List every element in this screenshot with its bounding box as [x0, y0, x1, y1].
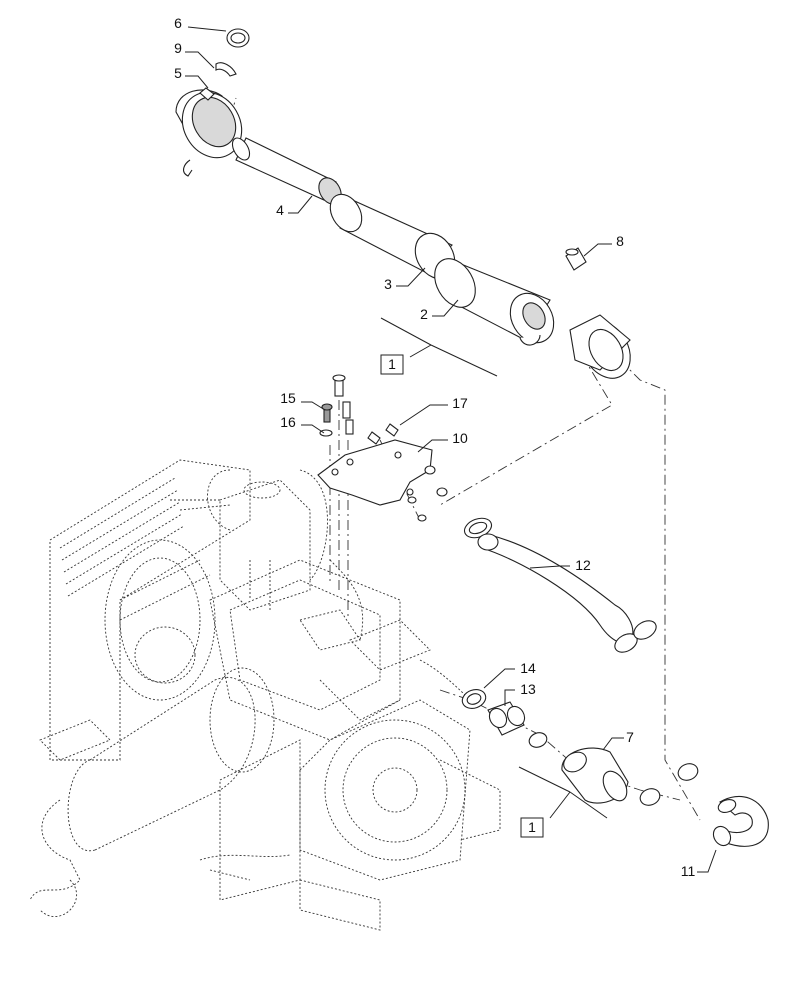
part-5-air-cleaner-cover	[175, 87, 243, 177]
hose-clamp-upper	[463, 517, 493, 539]
callout-14: 14	[520, 660, 536, 676]
part-4-safety-element	[231, 137, 342, 205]
routing-lines	[229, 97, 701, 821]
callout-10: 10	[452, 430, 468, 446]
part-9-clip	[215, 62, 237, 77]
part-6-seal-ring	[226, 28, 250, 48]
reference-label-upper: 1	[388, 356, 396, 372]
reference-label-lower: 1	[528, 819, 536, 835]
part-14-hose-clamp	[461, 689, 487, 709]
hose-clamp-7	[639, 788, 661, 806]
callout-labels: 6 9 5 4 3 8 2 15 16 17 10 12 14 13 7 11	[174, 15, 695, 879]
callout-7: 7	[626, 729, 634, 745]
part-2-air-cleaner-body	[434, 258, 555, 346]
part-13-coupler	[487, 701, 526, 736]
part-8-restriction-indicator	[565, 247, 587, 271]
part-12-intake-hose	[477, 533, 638, 653]
callout-6: 6	[174, 15, 182, 31]
callout-12: 12	[575, 557, 591, 573]
engine-assembly-phantom	[29, 459, 501, 931]
callout-9: 9	[174, 40, 182, 56]
callout-17: 17	[452, 395, 468, 411]
callout-13: 13	[520, 681, 536, 697]
part-11-elbow-hose	[712, 795, 769, 847]
part-7-elbow	[561, 747, 629, 804]
callout-3: 3	[384, 276, 392, 292]
reference-box-upper: 1	[380, 354, 404, 375]
callout-4: 4	[276, 202, 284, 218]
hose-clamp-mid	[528, 732, 548, 748]
mounting-band	[569, 314, 631, 379]
callout-15: 15	[280, 390, 296, 406]
callout-8: 8	[616, 233, 624, 249]
hose-clamp-12-lower	[633, 620, 657, 640]
callout-11: 11	[681, 863, 696, 879]
hose-clamp-11-upper	[677, 763, 699, 781]
reference-box-lower: 1	[520, 817, 544, 838]
leader-lines	[185, 26, 717, 873]
bolts-hardware	[319, 374, 399, 445]
callout-5: 5	[174, 65, 182, 81]
part-10-mounting-bracket	[317, 439, 448, 522]
callout-16: 16	[280, 414, 296, 430]
callout-2: 2	[420, 306, 428, 322]
